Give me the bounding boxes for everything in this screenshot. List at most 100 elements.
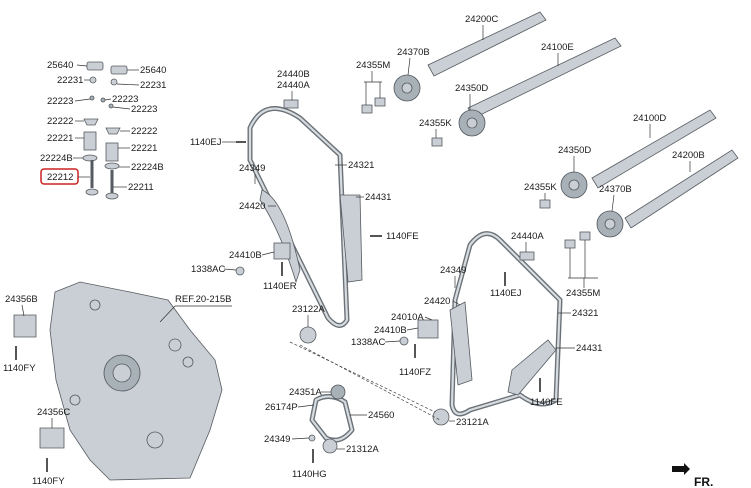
lash-adjuster-left [89, 76, 97, 84]
label-24200b: 24200B [672, 150, 705, 161]
label-24355k-top: 24355K [419, 118, 452, 129]
label-24010a: 24010A [391, 312, 424, 323]
label-1140fe-right: 1140FE [530, 397, 563, 408]
label-24440a-right: 24440A [511, 231, 544, 242]
chain-guide-24440a-right [519, 251, 535, 261]
washer-1338ac-right [399, 336, 409, 346]
chain-guide-24431-right [507, 339, 557, 396]
oil-pump-sprocket-21312a [322, 438, 338, 454]
label-25640-left: 25640 [47, 60, 73, 71]
bolt-24355m-c [564, 239, 576, 249]
oil-pump-gear-24356b [13, 314, 37, 338]
chain-guide-24440b [283, 99, 299, 109]
label-22221-left: 22221 [47, 133, 73, 144]
label-22231-right: 22231 [140, 80, 166, 91]
label-1140fz: 1140FZ [399, 367, 431, 378]
exhaust-valve-head [105, 192, 119, 200]
label-24410b-left: 24410B [229, 250, 262, 261]
oil-pump-tensioner-24351a [330, 384, 346, 400]
highlight-box-22212 [40, 168, 79, 185]
label-24349-bottom: 24349 [264, 434, 290, 445]
label-24355m-top: 24355M [356, 60, 390, 71]
label-23122a: 23122A [292, 304, 325, 315]
label-23121a: 23121A [456, 417, 489, 428]
valve-cotter-c [108, 103, 114, 109]
label-26174p: 26174P [265, 402, 298, 413]
valve-train-group [82, 61, 128, 200]
crank-sprocket-23121a [432, 408, 450, 426]
front-arrow-icon [672, 463, 690, 475]
label-24440b: 24440B [277, 69, 310, 80]
label-25640-right: 25640 [140, 65, 166, 76]
rocker-arm-right [110, 65, 128, 75]
label-1338ac-right: 1338AC [351, 337, 385, 348]
valve-cotter-a [89, 95, 95, 101]
label-22222-left: 22222 [47, 116, 73, 127]
timing-cover [49, 281, 223, 481]
label-1140ej-right: 1140EJ [490, 288, 522, 299]
label-24351a: 24351A [289, 387, 322, 398]
label-22224b-right: 22224B [131, 162, 164, 173]
label-24560: 24560 [368, 410, 394, 421]
label-24350d-top: 24350D [455, 83, 488, 94]
bolt-24355m-d [579, 231, 591, 241]
label-22224b-left: 22224B [40, 153, 73, 164]
ref-dash-crank [289, 341, 436, 413]
label-24440a-left: 24440A [277, 80, 310, 91]
label-24420-left: 24420 [239, 201, 265, 212]
valve-cotter-b [100, 97, 106, 103]
label-24349-right: 24349 [440, 265, 466, 276]
label-24431-left: 24431 [365, 192, 391, 203]
intake-valve-head [85, 188, 99, 196]
label-24370b-top: 24370B [397, 47, 430, 58]
ref-dash-crank-2 [299, 344, 441, 421]
label-21312a: 21312A [346, 444, 379, 455]
camshaft-24200b [624, 149, 739, 229]
label-22221-right: 22221 [131, 143, 157, 154]
spring-seat-right [104, 162, 120, 170]
bolt-24355m-a [361, 104, 373, 114]
washer-1338ac-left [235, 266, 245, 276]
valve-spring-right [105, 142, 119, 162]
label-24355m-right: 24355M [566, 288, 600, 299]
spring-retainer-left [83, 118, 99, 126]
oil-pump-gear-24356c [39, 427, 65, 449]
label-24356b: 24356B [5, 294, 38, 305]
label-24200c: 24200C [465, 14, 498, 25]
rocker-arm-left [86, 61, 104, 71]
label-1140hg: 1140HG [292, 469, 327, 480]
label-1140er: 1140ER [263, 281, 297, 292]
label-24100e: 24100E [541, 42, 574, 53]
direction-label: FR. [694, 475, 713, 488]
label-24321-right: 24321 [572, 308, 598, 319]
bolt-24355k-top [431, 137, 443, 147]
label-24321-left: 24321 [348, 160, 374, 171]
chain-tensioner-24410b-left [273, 242, 291, 260]
label-22212[interactable]: 22212 [47, 172, 73, 183]
label-22223-b: 22223 [112, 94, 138, 105]
bolt-24355k-right [539, 199, 551, 209]
label-24370b-right: 24370B [599, 184, 632, 195]
label-24350d-right: 24350D [558, 145, 591, 156]
label-22223-c: 22223 [131, 104, 157, 115]
bolt-24355m-b [374, 97, 386, 107]
label-24349-left: 24349 [239, 163, 265, 174]
camshaft-24100d [591, 109, 717, 189]
label-1338ac-left: 1338AC [191, 264, 225, 275]
label-24355k-right: 24355K [524, 182, 557, 193]
camshaft-24200c [427, 11, 547, 77]
chain-tensioner-24410b-right [417, 319, 439, 339]
timing-chain-right [449, 231, 563, 417]
label-22211: 22211 [128, 182, 154, 193]
label-24420-right: 24420 [424, 296, 450, 307]
label-1140fe-left: 1140FE [386, 231, 419, 242]
label-22222-right: 22222 [131, 126, 157, 137]
spring-seat-left [82, 154, 98, 162]
ref-label[interactable]: REF.20-215B [175, 294, 232, 305]
label-22223-a: 22223 [47, 96, 73, 107]
lash-adjuster-right [110, 78, 118, 86]
crank-sprocket-23122a [299, 326, 317, 344]
label-1140fy-a: 1140FY [3, 363, 36, 374]
valve-spring-left [83, 131, 97, 151]
